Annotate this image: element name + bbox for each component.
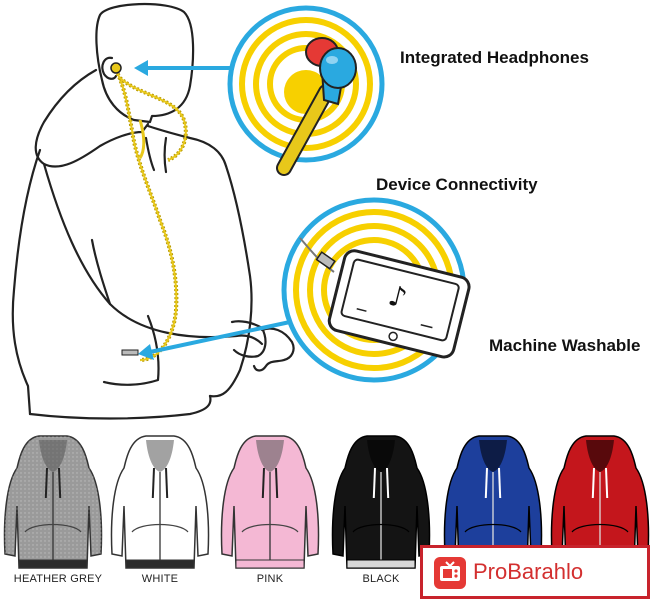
watermark-badge: ProBarahlo <box>420 545 650 599</box>
hoodie-swatch-white <box>110 435 210 569</box>
pocket <box>102 314 160 386</box>
hoodie-hem <box>28 394 212 420</box>
pointer-arrow-pocket <box>138 320 291 360</box>
hoodie-swatch-red <box>550 435 650 569</box>
hoodie-front <box>208 164 253 398</box>
cuff <box>230 320 267 358</box>
earbud-blue-body <box>319 47 357 89</box>
feature-label-device: Device Connectivity <box>376 175 538 194</box>
watermark-text: ProBarahlo <box>473 559 584 584</box>
hoodie-swatch-pink <box>220 435 320 569</box>
color-variants-row <box>3 435 650 569</box>
color-label-white: WHITE <box>141 573 179 585</box>
color-label-pink: PINK <box>256 573 284 585</box>
drawcord <box>144 136 156 172</box>
tv-icon <box>434 557 466 589</box>
hand <box>252 327 295 372</box>
hoodie-swatch-black <box>331 435 431 569</box>
headphone-cable <box>114 69 188 362</box>
hoodie-swatch-heather-grey <box>3 435 103 569</box>
color-label-heather-grey: HEATHER GREY <box>13 573 103 585</box>
color-label-black: BLACK <box>362 573 400 585</box>
callout-device: ♪ <box>281 197 471 383</box>
earbud-in-ear <box>110 62 122 74</box>
hoodie-wearer-figure <box>11 3 295 420</box>
ear <box>101 56 118 80</box>
callout-headphones <box>227 5 385 176</box>
feature-label-washable: Machine Washable <box>489 336 641 355</box>
jack-in-pocket <box>121 349 139 356</box>
pointer-arrow-ear <box>134 60 234 76</box>
sleeve <box>42 162 264 346</box>
feature-label-headphones: Integrated Headphones <box>400 48 589 67</box>
hoodie-back <box>11 148 42 416</box>
